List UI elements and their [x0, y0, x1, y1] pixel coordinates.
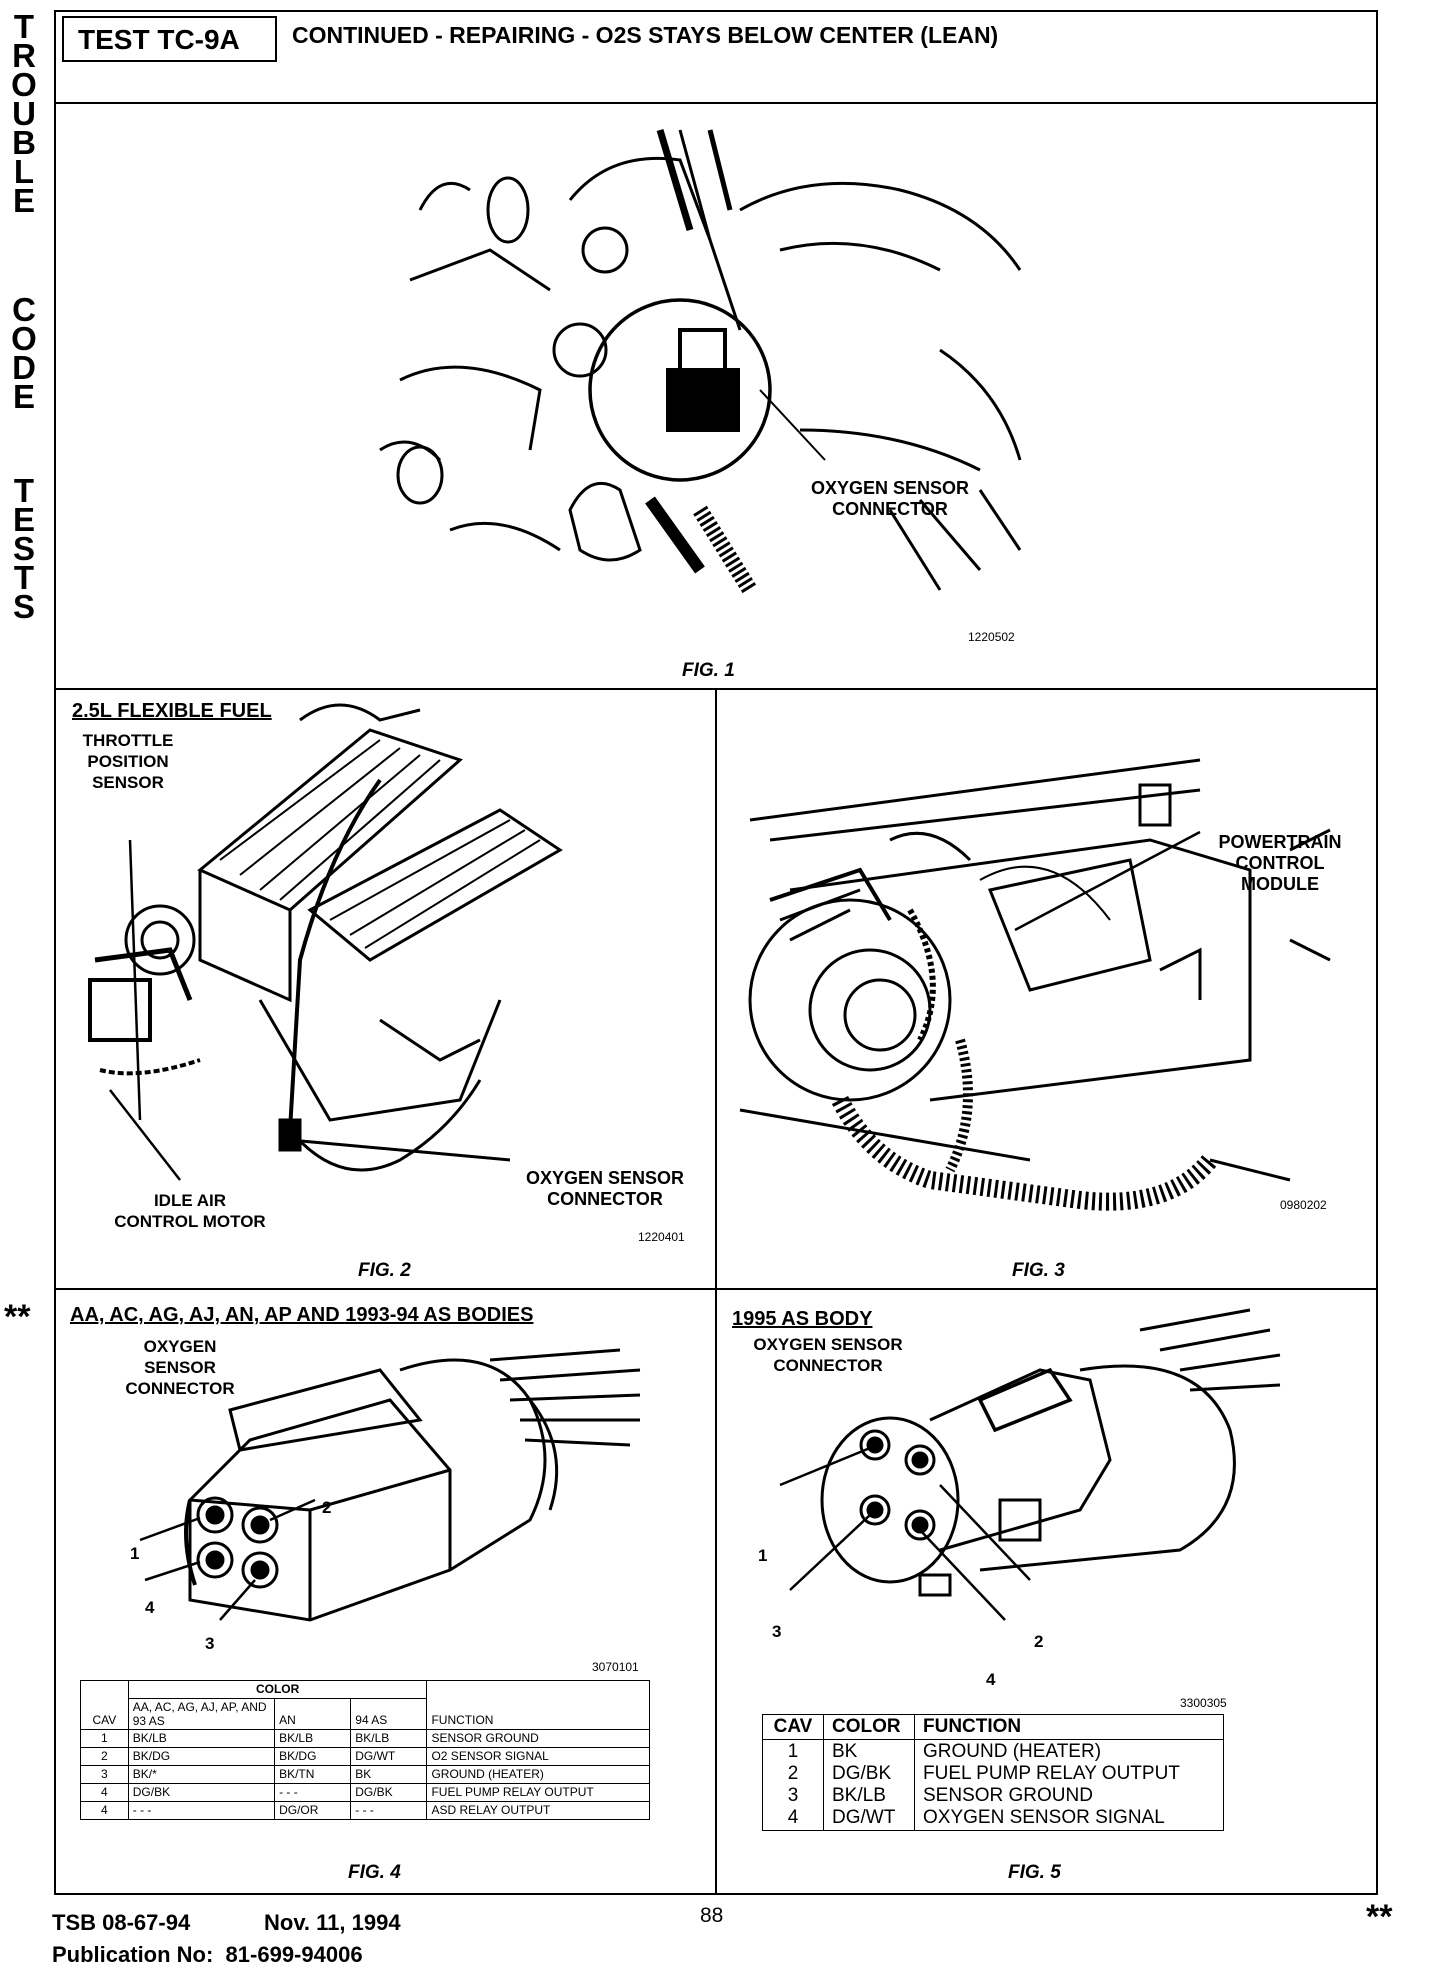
fig4-marker: ** [4, 1298, 31, 1336]
footer-date: Nov. 11, 1994 [264, 1910, 401, 1935]
fig2-code: 1220401 [638, 1230, 685, 1244]
fig4-table-row: 4 - - - DG/OR - - - ASD RELAY OUTPUT [80, 1801, 650, 1820]
fig4-col-function: FUNCTION [426, 1680, 650, 1730]
fig5-connector-illustration [779, 1308, 1281, 1621]
footer-tsb: TSB 08-67-94 [52, 1910, 191, 1935]
fig3-code: 0980202 [1280, 1198, 1327, 1212]
fig4-table: CAV COLOR FUNCTION AA, AC, AG, AJ, AP, A… [80, 1680, 650, 1820]
fig5-col-color: COLOR [823, 1714, 915, 1740]
footer-publication: Publication No: 81-699-94006 [52, 1942, 363, 1967]
fig4-col-aa: AA, AC, AG, AJ, AP, AND 93 AS [127, 1698, 276, 1730]
fig4-col-cav: CAV [80, 1680, 129, 1730]
footer-marker: ** [1366, 1898, 1393, 1936]
footer-page-number: 88 [700, 1904, 724, 1927]
fig2-caption: FIG. 2 [358, 1260, 411, 1281]
test-id-box [62, 16, 277, 62]
page-title: CONTINUED - REPAIRING - O2S STAYS BELOW … [292, 22, 999, 48]
fig5-pin-2: 2 [1034, 1632, 1044, 1651]
fig4-pin-4: 4 [145, 1598, 155, 1617]
fig5-col-cav: CAV [762, 1714, 824, 1740]
fig2-engine-illustration [88, 703, 563, 1181]
fig4-table-row: 4 DG/BK - - - DG/BK FUEL PUMP RELAY OUTP… [80, 1783, 650, 1802]
fig5-code: 3300305 [1180, 1696, 1227, 1710]
fig4-caption: FIG. 4 [348, 1862, 401, 1883]
fig5-pin-3: 3 [772, 1622, 782, 1641]
fig4-table-row: 1 BK/LB BK/LB BK/LB SENSOR GROUND [80, 1729, 650, 1748]
fig1-caption: FIG. 1 [682, 660, 735, 681]
header-divider [54, 102, 1378, 104]
fig5-caption: FIG. 5 [1008, 1862, 1061, 1883]
test-id: TEST TC-9A [78, 24, 240, 55]
fig3-caption: FIG. 3 [1012, 1260, 1065, 1281]
fig1-engine-illustration [379, 128, 1022, 595]
fig4-color-header: COLOR [127, 1680, 428, 1699]
fig2-o2-leader-line [289, 1138, 511, 1162]
fig5-col-function: FUNCTION [914, 1714, 1224, 1740]
fig5-pin-1: 1 [758, 1546, 768, 1565]
fig3-pcm-illustration [739, 758, 1331, 1211]
fig5-heading: 1995 AS BODY [732, 1308, 873, 1330]
fig2-heading: 2.5L FLEXIBLE FUEL [72, 700, 272, 722]
fig1-code: 1220502 [968, 630, 1015, 644]
fig4-code: 3070101 [592, 1660, 639, 1674]
fig4-table-row: 3 BK/* BK/TN BK GROUND (HEATER) [80, 1765, 650, 1784]
fig4-col-94as: 94 AS [350, 1698, 428, 1730]
fig4-connector-illustration [139, 1348, 641, 1622]
divider-vertical-mid [715, 688, 717, 1895]
fig4-col-an: AN [274, 1698, 352, 1730]
fig4-pin-3: 3 [205, 1634, 215, 1653]
fig4-heading: AA, AC, AG, AJ, AN, AP AND 1993-94 AS BO… [70, 1304, 534, 1326]
fig5-pin-4: 4 [986, 1670, 996, 1689]
fig4-pin-1: 1 [130, 1544, 140, 1563]
fig4-pin-2: 2 [322, 1498, 332, 1517]
fig4-table-row: 2 BK/DG BK/DG DG/WT O2 SENSOR SIGNAL [80, 1747, 650, 1766]
